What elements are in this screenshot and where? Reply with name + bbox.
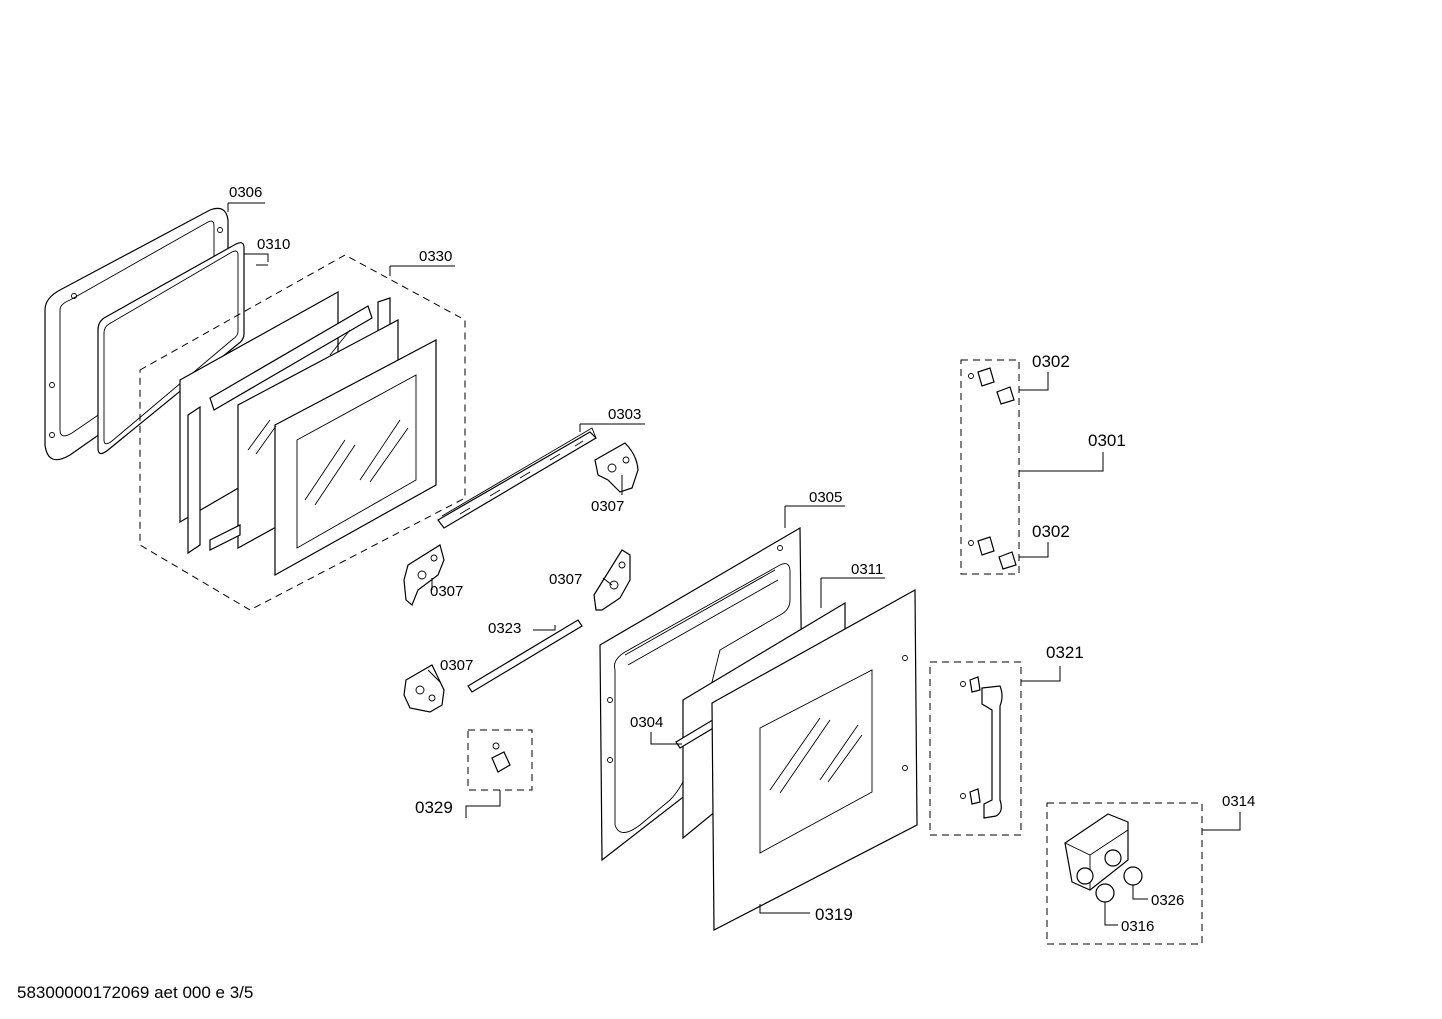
- label-0321: 0321: [1046, 643, 1084, 662]
- part-0310-door-seal: [97, 242, 245, 455]
- label-0305: 0305: [809, 489, 842, 506]
- part-0323-strip: [467, 619, 583, 693]
- label-0301: 0301: [1088, 431, 1126, 450]
- label-0303: 0303: [608, 406, 641, 423]
- document-footer: 58300000172069 aet 000 e 3/5: [17, 983, 253, 1002]
- label-0306: 0306: [229, 184, 262, 201]
- label-0323: 0323: [488, 620, 521, 637]
- label-0307-a: 0307: [591, 498, 624, 515]
- label-0316: 0316: [1121, 918, 1154, 935]
- label-0330: 0330: [419, 248, 452, 265]
- part-0303-hinge-rail: [437, 427, 597, 529]
- part-0307-hinge-left-upper: [403, 544, 445, 606]
- label-0319: 0319: [815, 905, 853, 924]
- part-0321-handle-group: [929, 661, 1022, 836]
- label-0329: 0329: [415, 798, 453, 817]
- part-0330-glass-pack: [139, 254, 466, 611]
- part-0314-control-group: [1046, 802, 1203, 945]
- part-0319-outer-glass: [711, 588, 918, 931]
- part-0307-hinge-top-right: [594, 442, 639, 493]
- label-0311: 0311: [851, 561, 883, 578]
- label-0302-top: 0302: [1032, 352, 1070, 371]
- label-0310: 0310: [257, 236, 290, 253]
- label-0302-bottom: 0302: [1032, 522, 1070, 541]
- label-0326: 0326: [1151, 892, 1184, 909]
- label-0307-c: 0307: [549, 571, 582, 588]
- part-0307-hinge-left-lower: [403, 664, 445, 713]
- part-0301-hardware-group: [960, 359, 1020, 575]
- leader-lines: [227, 202, 1241, 926]
- label-0307-d: 0307: [440, 657, 473, 674]
- label-0314: 0314: [1222, 793, 1255, 810]
- part-0307-hinge-mid-right: [593, 549, 631, 611]
- label-0304: 0304: [630, 714, 663, 731]
- label-0307-b: 0307: [430, 583, 463, 600]
- callout-labels: 0306 0310 0330 0303 0307 0307 0307 0307 …: [229, 184, 1255, 935]
- part-0329-clip: [467, 729, 533, 791]
